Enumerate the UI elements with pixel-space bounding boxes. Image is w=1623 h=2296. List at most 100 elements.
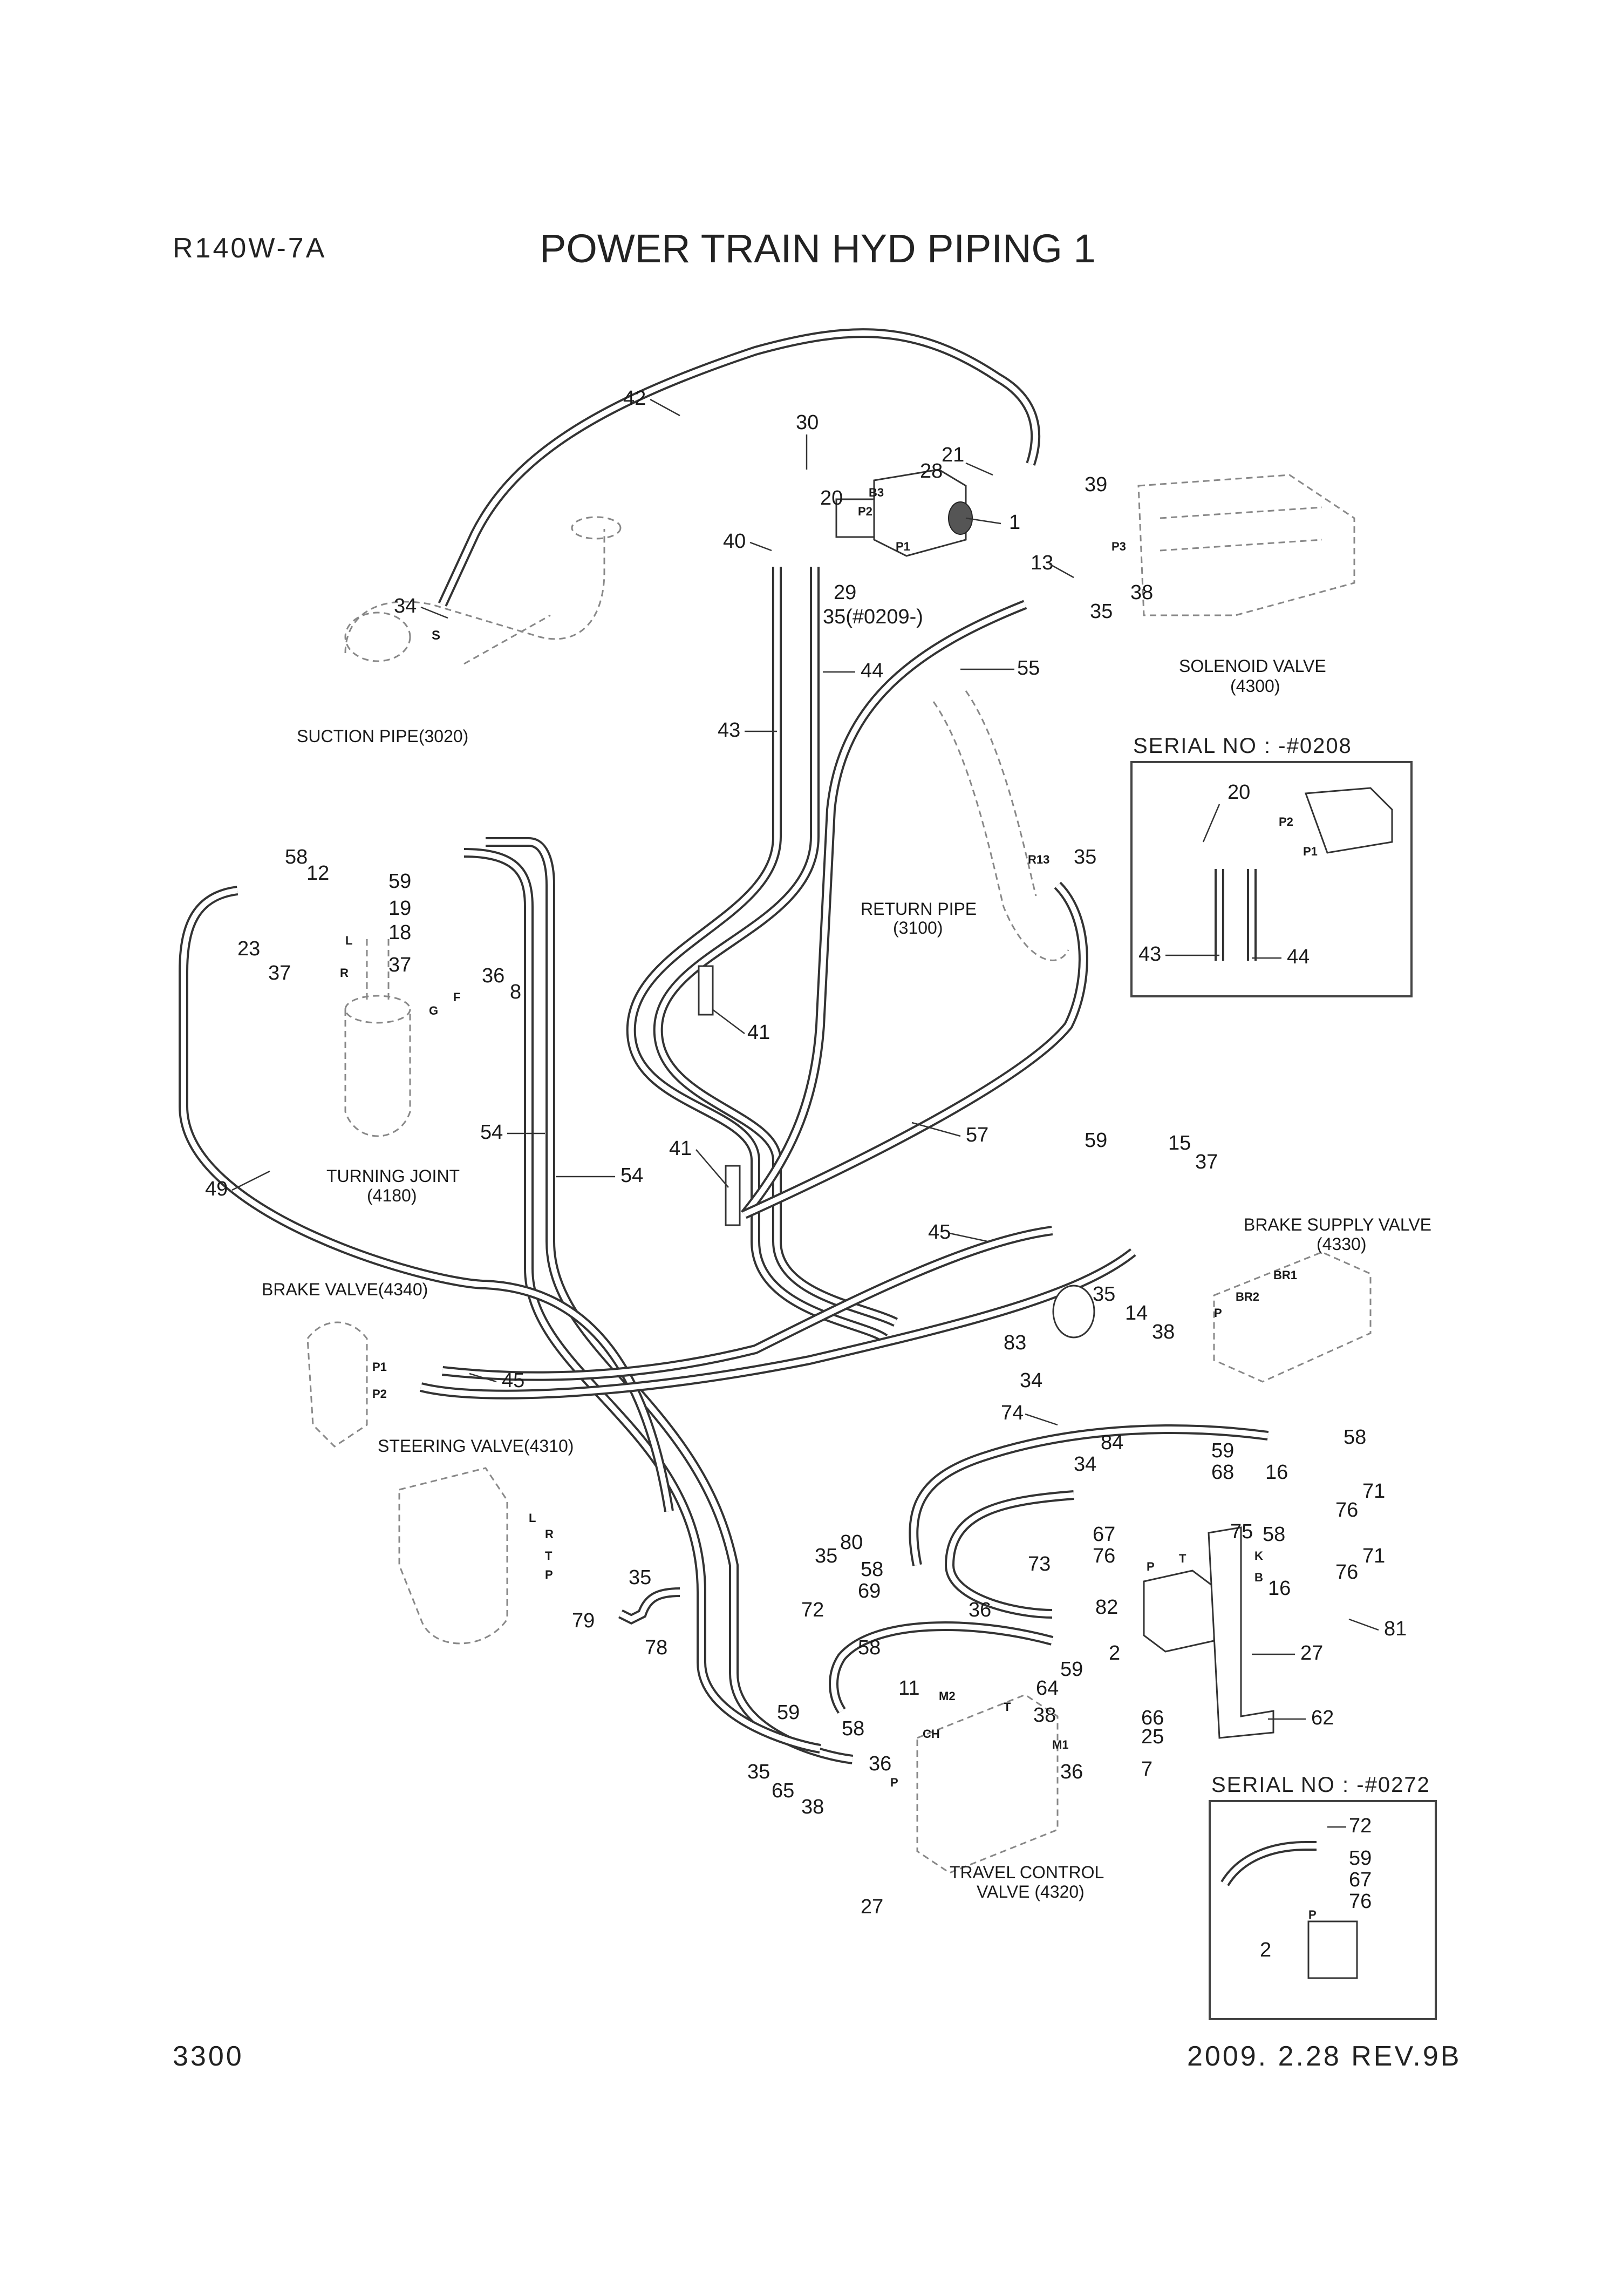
label-travel-control-valve-code: VALVE (4320) <box>977 1882 1085 1901</box>
inset-serial-0272-title: SERIAL NO : -#0272 <box>1211 1773 1430 1797</box>
callout-35-0209: 35(#0209-) <box>823 606 923 628</box>
turning-joint-drawing <box>344 939 411 1137</box>
callout-40: 40 <box>723 530 746 553</box>
callout-1: 1 <box>1009 511 1020 534</box>
label-turning-joint-code: (4180) <box>367 1186 417 1205</box>
callout-73: 73 <box>1028 1553 1051 1575</box>
callout-58-d: 58 <box>861 1558 883 1581</box>
port-label-ch: CH <box>923 1727 940 1741</box>
callout-16-b: 16 <box>1268 1577 1291 1600</box>
callout-18: 18 <box>388 921 411 944</box>
callout-75: 75 <box>1230 1520 1253 1543</box>
callout-36-b: 36 <box>969 1599 991 1621</box>
callout-15: 15 <box>1168 1132 1191 1154</box>
solenoid-valve-drawing <box>1137 474 1355 616</box>
port-label-r1: R <box>340 966 349 980</box>
hose-74-73 <box>909 1424 1269 1619</box>
callout-79: 79 <box>572 1609 595 1632</box>
callout-39: 39 <box>1085 473 1107 496</box>
hydraulic-pump <box>835 468 973 557</box>
inset2-callout-76: 76 <box>1349 1890 1372 1913</box>
callout-36-c: 36 <box>869 1752 891 1775</box>
hose-54 <box>463 837 854 1764</box>
part-callouts: 42 30 21 28 39 20 1 40 29 35(#0209-) 13 … <box>205 387 1407 1961</box>
page-title: POWER TRAIN HYD PIPING 1 <box>540 226 1096 271</box>
port-label-pa: P <box>1214 1306 1222 1320</box>
callout-27-a: 27 <box>1300 1642 1323 1665</box>
port-label-sl: L <box>529 1511 536 1525</box>
port-label-g: G <box>429 1004 438 1017</box>
port-label-sr: R <box>545 1527 554 1541</box>
brake-supply-valve-drawing <box>1213 1251 1372 1383</box>
callout-68: 68 <box>1211 1461 1234 1484</box>
port-label-st: T <box>545 1549 553 1563</box>
callout-45-a: 45 <box>928 1221 951 1244</box>
callout-43: 43 <box>718 719 740 742</box>
callout-36: 36 <box>482 964 504 987</box>
callout-71-a: 71 <box>1362 1480 1385 1503</box>
block-2 <box>1143 1570 1215 1653</box>
inset-lower-parts <box>1220 1841 1358 1979</box>
callout-45-b: 45 <box>502 1369 524 1392</box>
callout-37-a: 37 <box>268 962 291 984</box>
callout-12: 12 <box>306 862 329 885</box>
callout-83: 83 <box>1004 1332 1026 1354</box>
callout-44: 44 <box>861 660 883 682</box>
callout-59-b: 59 <box>1085 1129 1107 1152</box>
callout-71-b: 71 <box>1362 1545 1385 1567</box>
inset-callout-43: 43 <box>1138 943 1161 966</box>
inset2-callout-59: 59 <box>1349 1847 1372 1870</box>
callout-38: 38 <box>1130 581 1153 604</box>
port-label-b: B <box>1254 1571 1263 1584</box>
callout-74: 74 <box>1001 1402 1024 1424</box>
callout-23: 23 <box>237 938 260 960</box>
callout-41-a: 41 <box>747 1021 770 1044</box>
inset-serial-0272 <box>1209 1800 1437 2020</box>
callout-35-r13: 35 <box>1074 846 1096 868</box>
port-label-l1: L <box>345 934 352 947</box>
port-label-s: S <box>432 628 440 643</box>
callout-34: 34 <box>394 595 417 617</box>
label-solenoid-valve-code: (4300) <box>1230 676 1280 696</box>
suction-pipe-drawing <box>344 516 622 665</box>
callout-37-c: 37 <box>1195 1151 1218 1173</box>
label-travel-control-valve: TRAVEL CONTROL <box>950 1863 1104 1882</box>
bracket-62 <box>1208 1526 1274 1739</box>
label-steering-valve: STEERING VALVE(4310) <box>378 1436 574 1456</box>
callout-59-d: 59 <box>1060 1658 1083 1681</box>
hose-78 <box>618 1587 680 1625</box>
clamp-41-upper <box>698 965 714 1016</box>
callout-55: 55 <box>1017 657 1040 680</box>
callout-35: 35 <box>1090 600 1113 623</box>
callout-64: 64 <box>1036 1677 1059 1700</box>
callout-38-d: 38 <box>801 1796 824 1818</box>
callout-11: 11 <box>898 1677 919 1700</box>
hose-55-57 <box>740 600 1088 1219</box>
travel-control-valve-drawing <box>916 1694 1059 1874</box>
port-label-br1: BR1 <box>1273 1268 1297 1282</box>
inset2-port-label-p: P <box>1308 1908 1317 1921</box>
callout-72: 72 <box>801 1599 824 1621</box>
inset2-callout-67: 67 <box>1349 1869 1372 1891</box>
callout-13: 13 <box>1031 552 1053 574</box>
inset-port-label-p2: P2 <box>1279 815 1293 828</box>
hose-49 <box>179 886 674 1512</box>
callout-7: 7 <box>1141 1758 1153 1781</box>
clamp-41-lower <box>725 1165 741 1226</box>
inset-port-label-p1: P1 <box>1303 845 1318 858</box>
callout-81: 81 <box>1384 1618 1407 1640</box>
port-label-p1: P1 <box>896 540 910 553</box>
callout-35-f: 35 <box>629 1566 651 1589</box>
label-turning-joint: TURNING JOINT <box>326 1166 460 1186</box>
callout-29: 29 <box>834 581 856 604</box>
callout-20: 20 <box>820 487 843 510</box>
port-label-k: K <box>1254 1549 1263 1563</box>
inset-serial-0208-title: SERIAL NO : -#0208 <box>1133 734 1352 758</box>
callout-65: 65 <box>772 1779 794 1802</box>
callout-38-b: 38 <box>1152 1321 1175 1343</box>
callout-21: 21 <box>942 444 964 466</box>
port-label-p3: P3 <box>1111 540 1126 553</box>
callout-66: 66 <box>1141 1707 1164 1729</box>
callout-16-a: 16 <box>1265 1461 1288 1484</box>
callout-27-b: 27 <box>861 1896 883 1918</box>
